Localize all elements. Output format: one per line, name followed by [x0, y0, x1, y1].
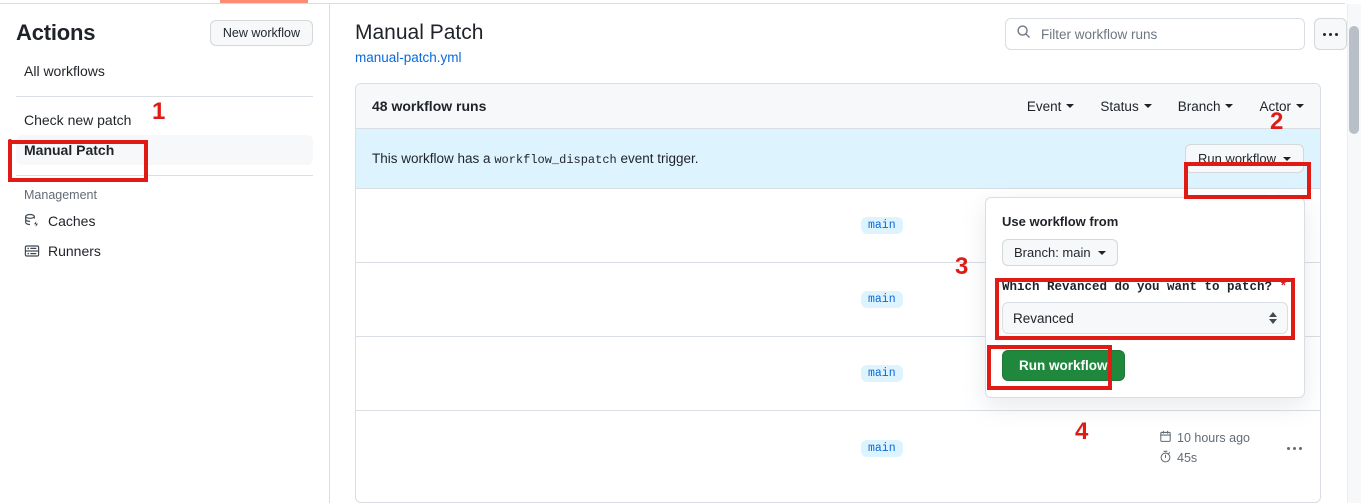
- select-stepper-icon: [1269, 312, 1277, 324]
- branch-badge: main: [861, 217, 903, 235]
- chevron-down-icon: [1296, 104, 1304, 109]
- sidebar-item-all-workflows[interactable]: All workflows: [16, 56, 313, 86]
- runs-panel-header: 48 workflow runs Event Status Branch: [356, 84, 1320, 130]
- required-marker: *: [1279, 280, 1288, 294]
- sidebar-item-runners[interactable]: Runners: [16, 236, 313, 266]
- revanced-select-value: Revanced: [1013, 310, 1074, 326]
- filter-branch-label: Branch: [1177, 98, 1221, 114]
- filter-status[interactable]: Status: [1100, 98, 1152, 114]
- workflow-title: Manual Patch: [355, 21, 484, 44]
- row-more-options-button[interactable]: [1287, 446, 1302, 450]
- sidebar-item-label: Runners: [48, 243, 101, 259]
- filter-status-label: Status: [1100, 98, 1139, 114]
- run-duration: 45s: [1159, 450, 1250, 466]
- table-row[interactable]: main 10 hours ago: [356, 411, 1320, 485]
- branch-badge: main: [861, 439, 903, 457]
- branch-badge: main: [861, 365, 903, 383]
- new-workflow-button[interactable]: New workflow: [209, 20, 313, 46]
- more-options-button[interactable]: [1314, 18, 1347, 50]
- chevron-down-icon: [1283, 156, 1291, 161]
- stopwatch-icon: [1159, 450, 1172, 466]
- filter-event[interactable]: Event: [1027, 99, 1075, 114]
- search-box[interactable]: [1005, 18, 1305, 50]
- filter-actor[interactable]: Actor: [1259, 99, 1304, 114]
- dispatch-event-code: workflow_dispatch: [494, 152, 617, 167]
- main-content: Manual Patch manual-patch.yml 48 workflo…: [331, 4, 1345, 503]
- page-load-progress-bar: [220, 0, 308, 3]
- dispatch-text-before: This workflow has a: [372, 150, 491, 166]
- table-row[interactable]: main: [356, 189, 1320, 264]
- search-icon: [1016, 24, 1031, 44]
- workflow-input-label-text: Which Revanced do you want to patch?: [1002, 280, 1273, 294]
- branch-selector-value: Branch: main: [1014, 245, 1091, 260]
- sidebar-group-management: Management: [24, 188, 97, 202]
- dispatch-text-after: event trigger.: [620, 150, 699, 166]
- sidebar-item-check-new-patch[interactable]: Check new patch: [16, 105, 313, 135]
- run-workflow-popover: Use workflow from Branch: main Which Rev…: [985, 190, 1305, 398]
- workflow-dispatch-banner: This workflow has a workflow_dispatch ev…: [356, 129, 1320, 190]
- table-row[interactable]: main: [356, 263, 1320, 338]
- filter-actor-label: Actor: [1259, 98, 1291, 114]
- scrollbar-thumb[interactable]: [1349, 26, 1359, 134]
- sidebar-item-label: All workflows: [24, 63, 105, 79]
- sidebar-item-label: Check new patch: [24, 112, 132, 128]
- workflow-input-field: Which Revanced do you want to patch? * R…: [1002, 280, 1288, 334]
- branch-badge: main: [861, 291, 903, 309]
- dispatch-banner-text: This workflow has a workflow_dispatch ev…: [372, 151, 699, 167]
- workflow-input-label: Which Revanced do you want to patch? *: [1002, 280, 1288, 294]
- cache-icon: [24, 213, 40, 229]
- chevron-down-icon: [1225, 104, 1234, 109]
- sidebar-item-label: Caches: [48, 213, 96, 229]
- search-input[interactable]: [1039, 25, 1294, 43]
- sidebar-item-label: Manual Patch: [24, 142, 115, 158]
- run-date: 10 hours ago: [1159, 430, 1250, 446]
- chevron-down-icon: [1097, 250, 1106, 255]
- run-workflow-dropdown-button[interactable]: Run workflow: [1184, 144, 1304, 174]
- header-divider: [0, 3, 1345, 4]
- filter-branch[interactable]: Branch: [1178, 99, 1234, 114]
- runs-count-label: 48 workflow runs: [372, 98, 487, 115]
- sidebar-header: Actions New workflow: [16, 4, 313, 56]
- runners-icon: [24, 243, 40, 259]
- run-workflow-button-label: Run workflow: [1197, 151, 1276, 167]
- page-title: Actions: [16, 20, 96, 45]
- sidebar-divider: [16, 96, 313, 97]
- run-meta: 10 hours ago 45s: [1159, 430, 1250, 466]
- sidebar-item-manual-patch[interactable]: Manual Patch: [8, 135, 313, 165]
- chevron-down-icon: [1066, 104, 1075, 109]
- use-workflow-from-label: Use workflow from: [1002, 214, 1119, 229]
- sidebar-divider-2: [16, 175, 313, 176]
- run-workflow-submit-button[interactable]: Run workflow: [1002, 350, 1125, 381]
- run-duration-value: 45s: [1177, 451, 1198, 466]
- filter-event-label: Event: [1026, 98, 1062, 114]
- sidebar-item-caches[interactable]: Caches: [16, 206, 313, 236]
- sidebar: Actions New workflow All workflows Check…: [0, 4, 330, 503]
- calendar-icon: [1159, 430, 1172, 446]
- filters-group: Event Status Branch Actor: [1027, 99, 1304, 114]
- workflow-file-link[interactable]: manual-patch.yml: [355, 50, 462, 66]
- search-container: [1005, 18, 1305, 50]
- run-date-value: 10 hours ago: [1177, 431, 1250, 446]
- revanced-select[interactable]: Revanced: [1002, 302, 1288, 334]
- workflow-runs-panel: 48 workflow runs Event Status Branch: [355, 83, 1321, 503]
- branch-selector-button[interactable]: Branch: main: [1002, 239, 1118, 266]
- page-scrollbar[interactable]: [1347, 4, 1361, 503]
- chevron-down-icon: [1143, 104, 1152, 109]
